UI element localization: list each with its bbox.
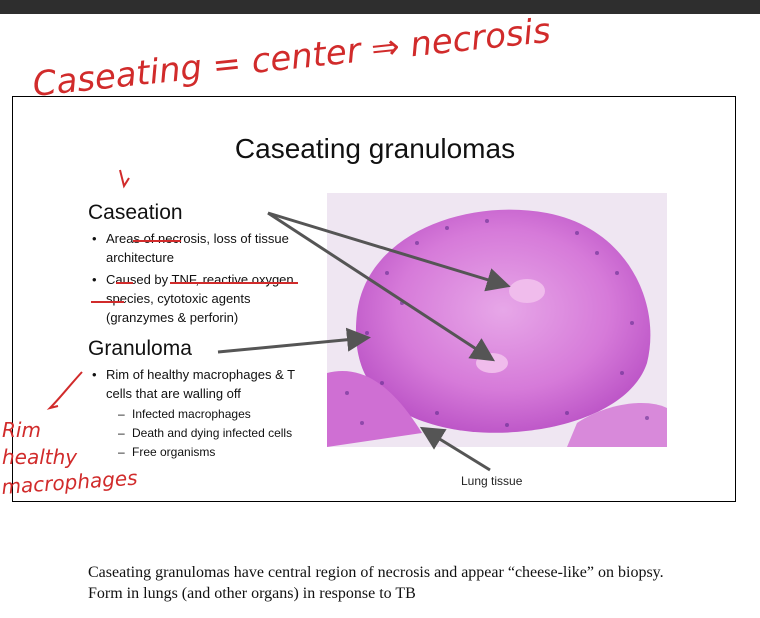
bottom-caption: Caseating granulomas have central region… — [88, 564, 664, 602]
image-caption: Lung tissue — [461, 474, 523, 488]
granuloma-heading: Granuloma — [88, 337, 192, 360]
top-toolbar — [0, 0, 760, 14]
caseation-heading: Caseation — [88, 201, 183, 224]
bullet-causes: Caused by TNF, reactive oxygen species, … — [88, 270, 313, 327]
granuloma-bullets: Rim of healthy macrophages & T cells tha… — [88, 365, 318, 462]
handwritten-top-note: Caseating = center ⇒ necrosis — [31, 11, 553, 105]
bullet-rim: Rim of healthy macrophages & T cells tha… — [88, 365, 318, 462]
sub-free: Free organisms — [106, 443, 318, 462]
granuloma-subbullets: Infected macrophages Death and dying inf… — [106, 405, 318, 462]
slide-title: Caseating granulomas — [234, 133, 516, 164]
bullet-rim-text: Rim of healthy macrophages & T cells tha… — [106, 367, 295, 401]
slide: Caseating granulomas Caseation Areas of … — [12, 96, 736, 502]
lung-tissue-image — [327, 193, 667, 447]
sub-infected: Infected macrophages — [106, 405, 318, 424]
sub-dying: Death and dying infected cells — [106, 424, 318, 443]
caseation-bullets: Areas of necrosis, loss of tissue archit… — [88, 229, 313, 327]
bullet-necrosis: Areas of necrosis, loss of tissue archit… — [88, 229, 313, 267]
